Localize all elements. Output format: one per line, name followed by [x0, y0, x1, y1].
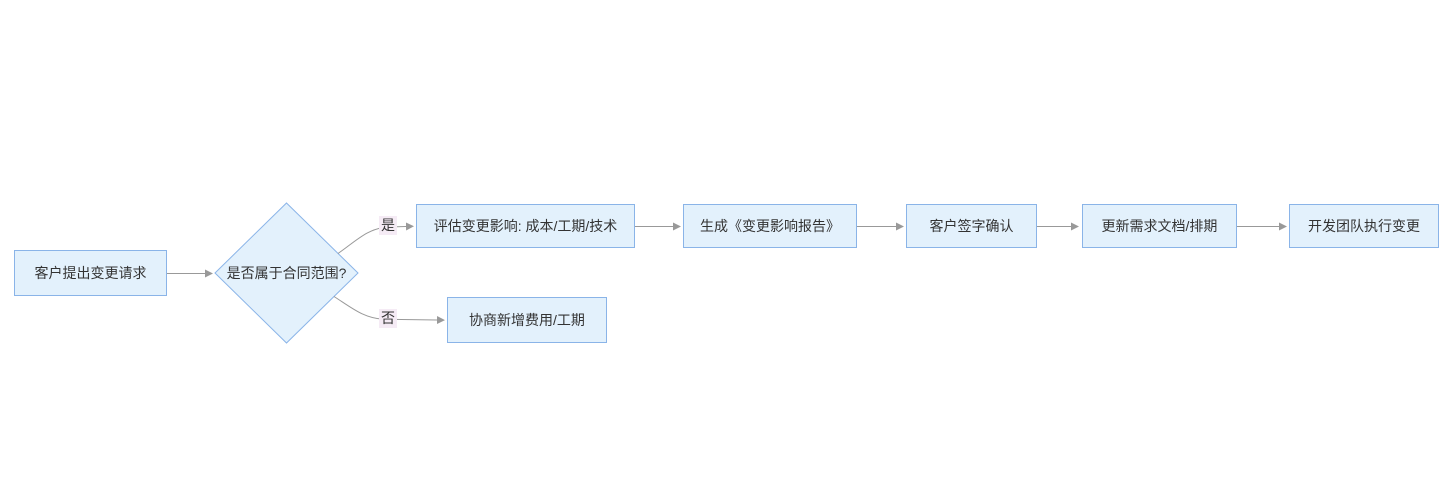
edge-label-yes: 是	[379, 216, 397, 235]
node-negotiate-extra-cost-schedule: 协商新增费用/工期	[447, 297, 607, 343]
node-dev-team-execute-change: 开发团队执行变更	[1289, 204, 1439, 248]
node-decision-contract-scope: 是否属于合同范围?	[226, 265, 347, 281]
node-generate-impact-report: 生成《变更影响报告》	[683, 204, 857, 248]
node-customer-sign-confirm: 客户签字确认	[906, 204, 1037, 248]
node-customer-change-request: 客户提出变更请求	[14, 250, 167, 296]
edge-label-no: 否	[379, 309, 397, 328]
decision-diamond-shape	[214, 202, 359, 344]
node-update-requirements-schedule: 更新需求文档/排期	[1082, 204, 1237, 248]
node-assess-change-impact: 评估变更影响: 成本/工期/技术	[416, 204, 635, 248]
